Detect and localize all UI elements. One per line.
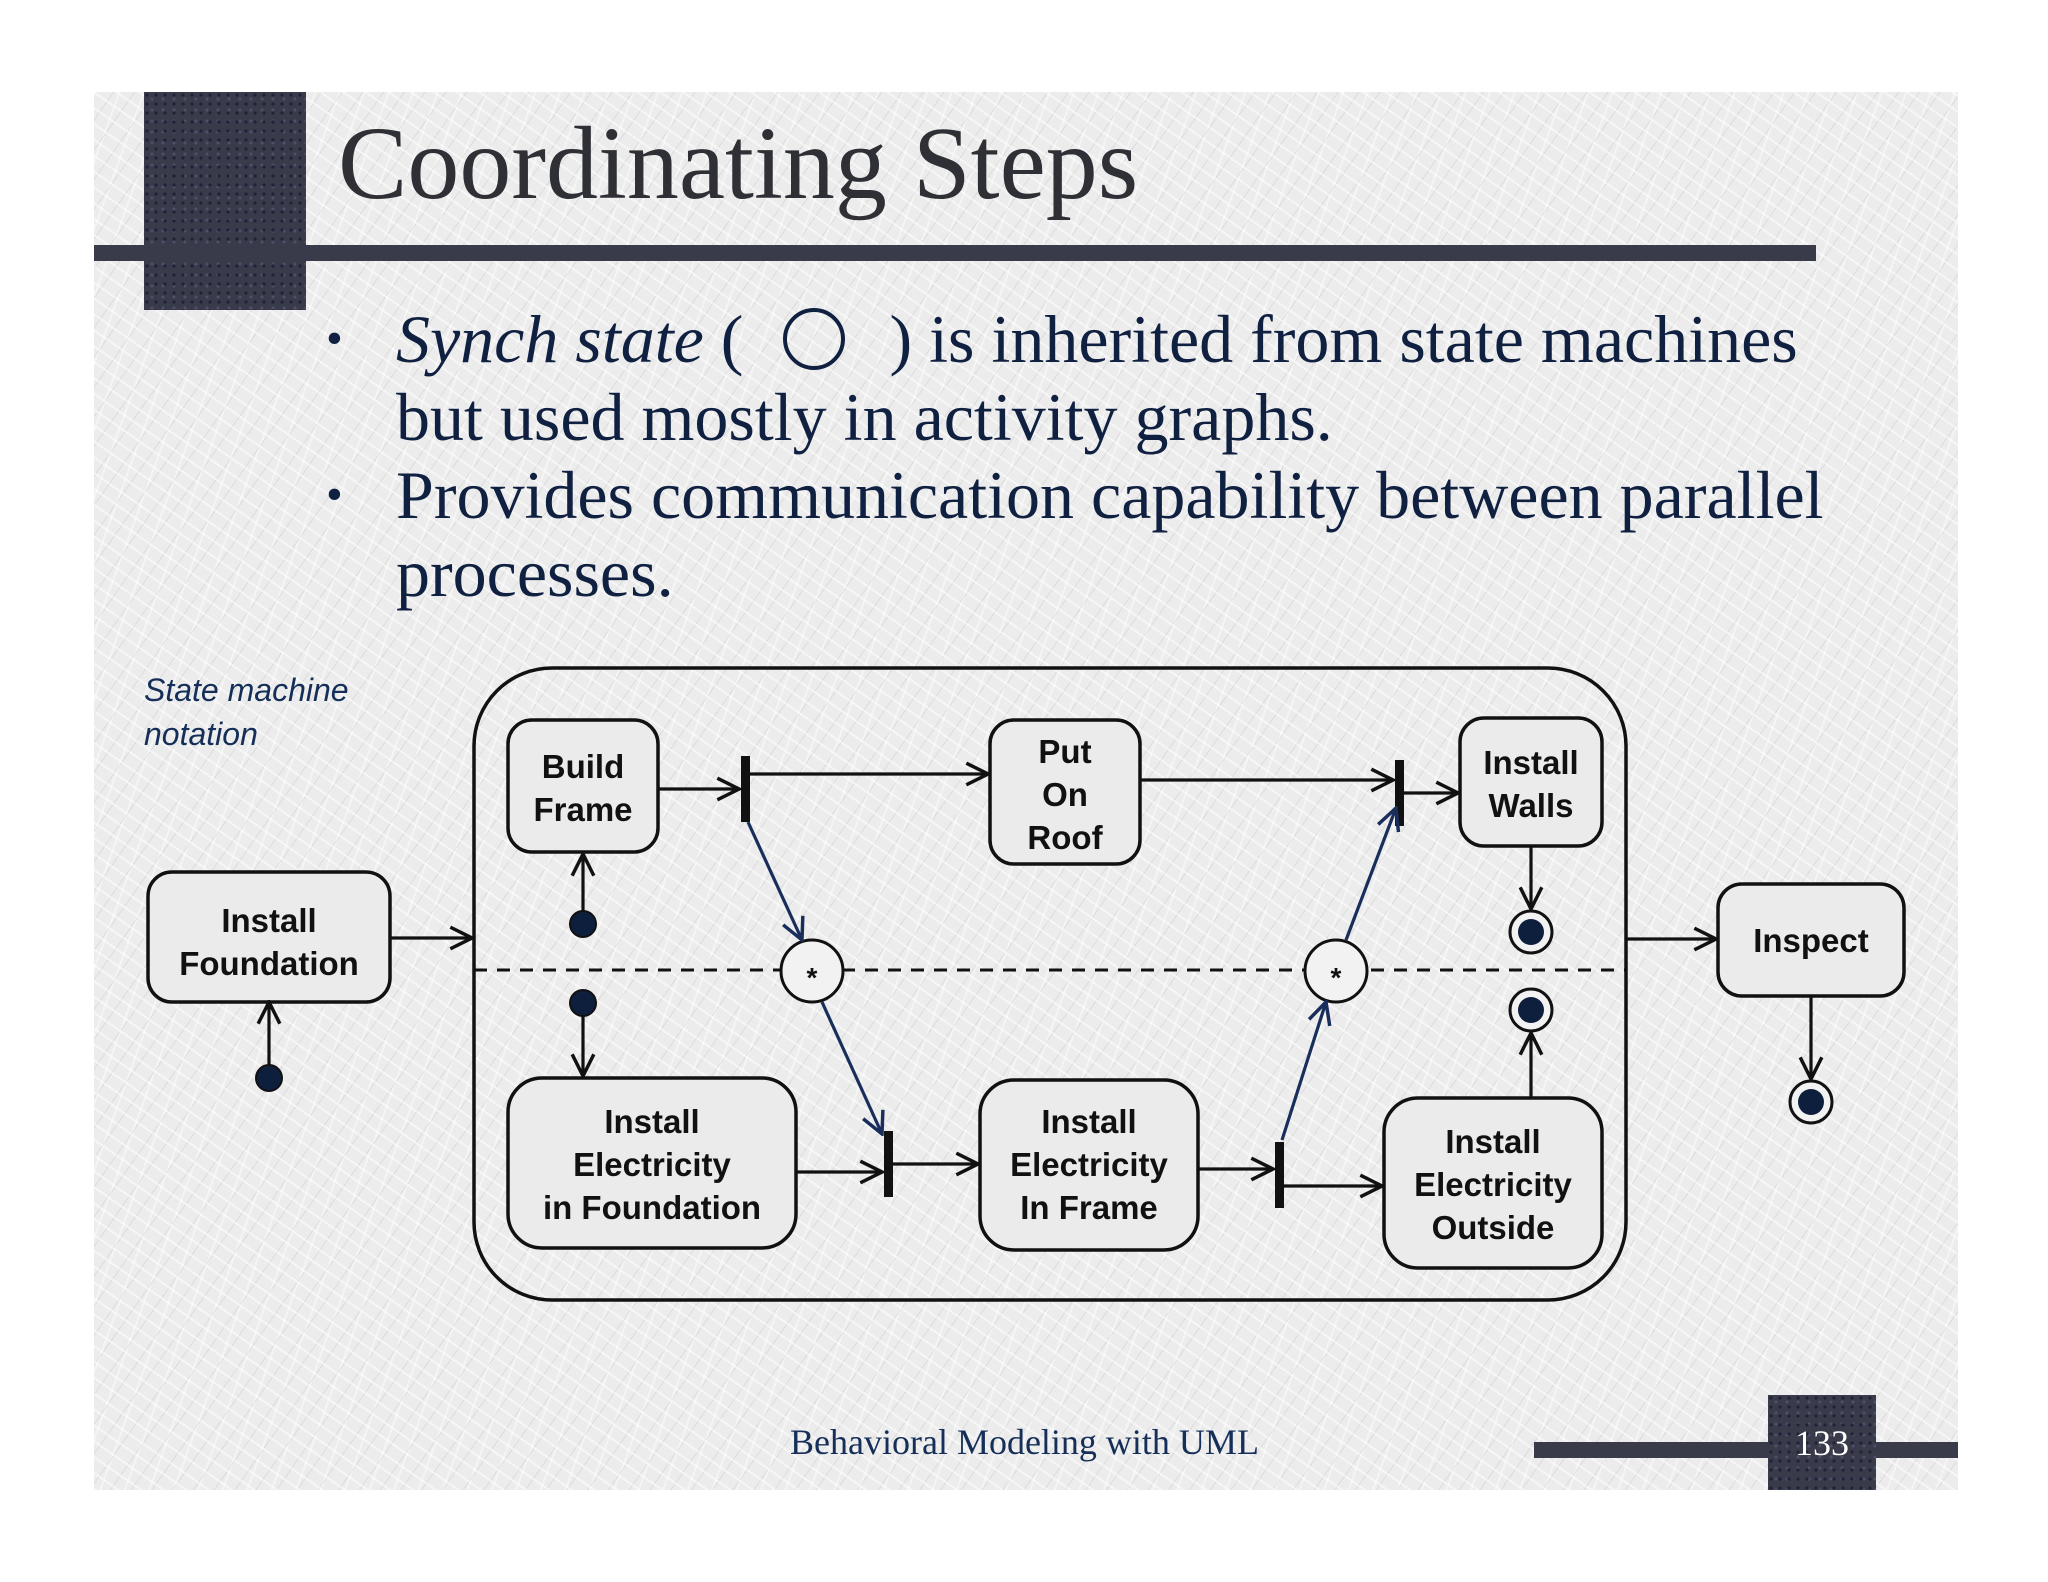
state-label-line: Electricity [1010,1146,1168,1183]
footer-rule [1534,1442,1958,1458]
state-label-line: Install [1445,1123,1540,1160]
state-label-line: in Foundation [543,1189,761,1226]
state-label-line: Electricity [573,1146,731,1183]
final-state-upper-region [1508,909,1554,955]
state-label-line: Frame [533,791,632,828]
state-label-line: Walls [1489,787,1574,824]
bullet-dot: • [326,468,343,521]
state-inspect: Inspect [1716,882,1906,998]
bullet-item-communication: • Provides communication capability betw… [326,456,1826,612]
bullet-text: Provides communication capability betwee… [396,457,1824,611]
synch-state-right: * [1303,938,1369,1004]
footer-title: Behavioral Modeling with UML [790,1422,1259,1462]
initial-state-foundation [255,1064,283,1092]
final-state-lower-region [1508,987,1554,1033]
join-bar-top [1395,760,1404,826]
transition-fork-to-synch-left [746,821,802,940]
state-install-walls: Install Walls [1458,716,1604,848]
fork-bar-top [741,756,750,822]
state-build-frame: Build Frame [506,718,660,854]
transition-fork-to-synch-right [1280,1002,1326,1141]
page-number: 133 [1768,1395,1876,1490]
synch-state-symbol-icon [783,308,846,370]
state-label-line: On [1042,776,1088,813]
transition-synch-left-to-join [820,1001,882,1134]
title-accent-block [144,92,306,310]
bullet-item-synch-state: • Synch state () is inherited from state… [326,300,1826,456]
fork-bar-bottom-right [1275,1142,1284,1208]
join-bar-bottom-left [884,1131,893,1197]
state-label-line: Electricity [1414,1166,1572,1203]
state-put-on-roof: Put On Roof [988,718,1142,866]
state-label-line: Install [1483,744,1578,781]
state-label-line: Put [1038,733,1091,770]
slide: Coordinating Steps • Synch state () is i… [94,92,1958,1490]
initial-state-lower-region [569,989,597,1017]
state-label-line: Foundation [179,945,359,982]
synch-star-label: * [1331,962,1342,993]
composite-state [472,666,1628,1302]
state-machine-note: State machine notation [144,668,349,756]
state-install-electricity-outside: Install Electricity Outside [1382,1096,1604,1270]
state-label-line: Build [542,748,624,785]
state-install-foundation: Install Foundation [146,870,392,1004]
title-rule [94,245,1816,261]
state-label-line: In Frame [1020,1189,1158,1226]
state-label-line: Roof [1027,819,1103,856]
state-label-line: Install [1041,1103,1136,1140]
state-label-line: Install [604,1103,699,1140]
bullet-text-rest: ) is inherited from state machines but u… [396,301,1798,455]
bullet-text-open-paren: ( [703,301,744,377]
state-label-line: Install [221,902,316,939]
state-label-line: Outside [1432,1209,1555,1246]
state-install-electricity-in-frame: Install Electricity In Frame [978,1078,1200,1252]
state-install-electricity-in-foundation: Install Electricity in Foundation [506,1076,798,1250]
bullet-dot: • [326,312,343,365]
initial-state-upper-region [569,910,597,938]
transition-synch-right-to-join [1344,808,1396,941]
activity-diagram: Install Foundation Build Frame Put On Ro… [146,666,1906,1302]
synch-star-label: * [807,962,818,993]
final-state-inspect [1788,1079,1834,1125]
synch-state-term: Synch state [396,301,704,377]
state-label-line: Inspect [1753,922,1869,959]
note-line-1: State machine [144,672,349,708]
slide-title: Coordinating Steps [338,106,1139,221]
note-line-2: notation [144,716,258,752]
bullet-list: • Synch state () is inherited from state… [326,300,1826,612]
synch-state-left: * [779,938,845,1004]
